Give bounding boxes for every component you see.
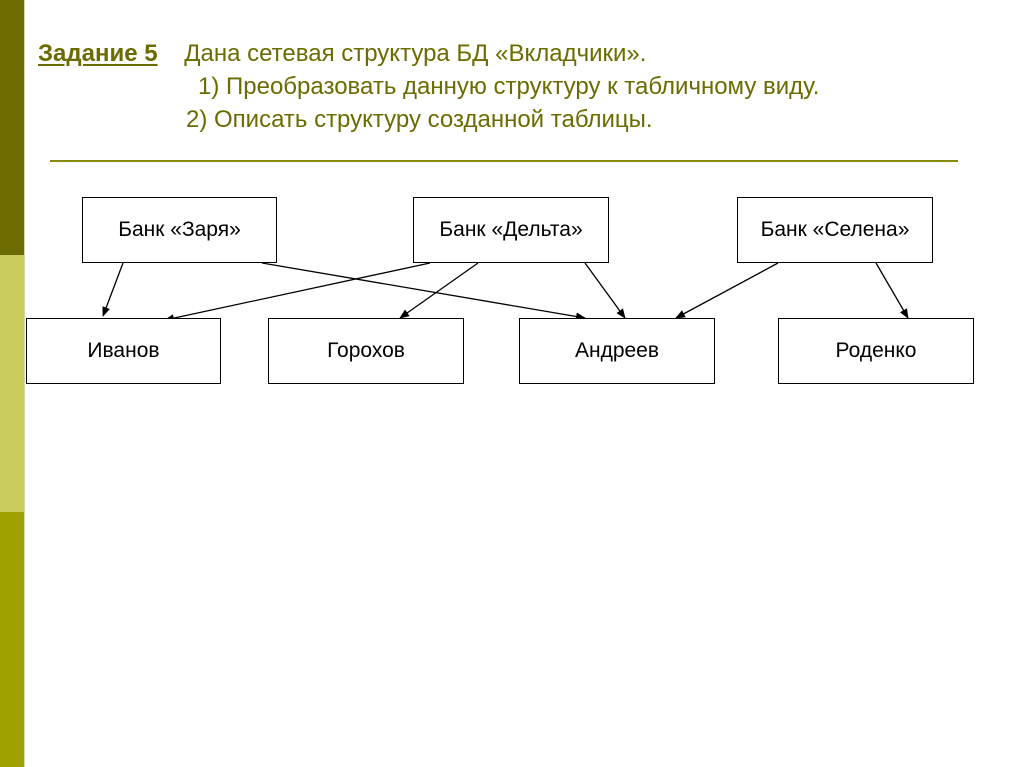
link-arrow — [399, 262, 479, 319]
depositor-label: Роденко — [835, 339, 917, 362]
link-arrow — [584, 262, 626, 319]
link-arrow — [102, 262, 124, 317]
bank-label: Банк «Дельта» — [439, 218, 583, 241]
sidebar-decoration — [0, 0, 24, 767]
bank-node-delta: Банк «Дельта» — [413, 197, 609, 263]
bank-node-zarya: Банк «Заря» — [82, 197, 277, 263]
sidebar-segment-top — [0, 0, 24, 255]
depositor-node-gorokhov: Горохов — [268, 318, 464, 384]
link-arrow — [261, 262, 586, 321]
title-line-1: Задание 5 Дана сетевая структура БД «Вкл… — [38, 36, 646, 72]
link-arrow — [164, 262, 431, 323]
depositor-label: Андреев — [574, 339, 660, 362]
sidebar-segment-bottom — [0, 512, 24, 767]
sidebar-edge-line — [24, 0, 25, 767]
task-label: Задание 5 — [38, 40, 158, 67]
link-arrow — [675, 262, 779, 319]
bank-node-selena: Банк «Селена» — [737, 197, 933, 263]
task-description: Дана сетевая структура БД «Вкладчики». — [184, 40, 647, 67]
bank-label: Банк «Селена» — [760, 218, 910, 241]
depositor-node-andreev: Андреев — [519, 318, 715, 384]
depositor-node-rodenko: Роденко — [778, 318, 974, 384]
title-underline-rule — [50, 160, 958, 162]
title-line-2: 1) Преобразовать данную структуру к табл… — [198, 73, 820, 100]
sidebar-segment-middle — [0, 255, 24, 512]
link-arrow — [875, 262, 909, 319]
depositor-node-ivanov: Иванов — [26, 318, 221, 384]
depositor-label: Горохов — [327, 339, 405, 362]
depositor-label: Иванов — [87, 339, 160, 362]
bank-label: Банк «Заря» — [118, 218, 241, 241]
title-line-3: 2) Описать структуру созданной таблицы. — [186, 106, 653, 133]
